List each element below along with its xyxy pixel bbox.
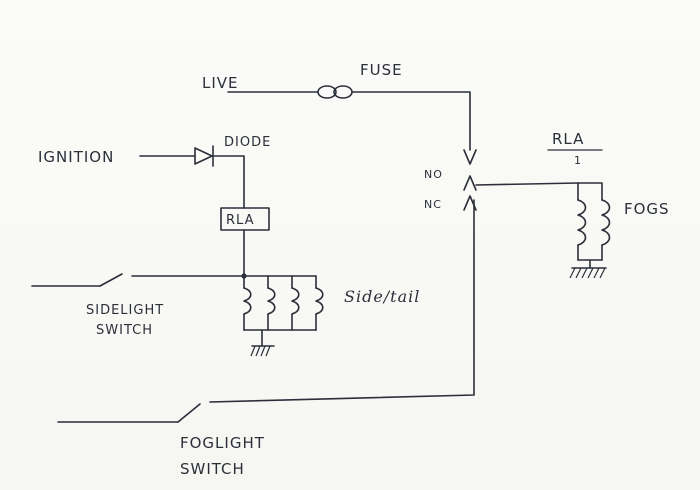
sidetail-label: Side/tail [344,287,420,306]
foglight-switch-label-2: SWITCH [180,460,245,478]
ignition-label: IGNITION [38,148,114,166]
fuse-label: FUSE [360,61,403,79]
ignition-wire [139,155,245,209]
rla-right-number: 1 [574,154,582,167]
fog-coils [577,182,611,269]
no-contact-label: NO [424,168,443,181]
sidelight-switch-symbol [31,273,245,287]
fog-ground-symbol [569,267,607,279]
live-label: LIVE [202,74,239,92]
fogs-label: FOGS [624,200,670,218]
rla-left-label: RLA [226,213,254,228]
live-feed-wire [227,91,471,151]
rla-left-box [220,207,270,275]
relay-changeover-contact [463,149,579,211]
foglight-switch-symbol [57,403,201,423]
nc-return-wire [209,199,475,403]
sidelight-switch-label-2: SWITCH [96,323,153,338]
nc-contact-label: NC [424,198,442,211]
foglight-switch-label-1: FOGLIGHT [180,434,265,452]
fuse-symbol [317,85,353,99]
diode-label: DIODE [224,135,271,150]
sidelight-switch-label-1: SIDELIGHT [86,303,164,318]
rla-right-label: RLA [552,130,584,148]
sidetail-coils [243,275,324,347]
diode-symbol [194,145,214,167]
sidetail-ground-symbol [250,345,275,357]
